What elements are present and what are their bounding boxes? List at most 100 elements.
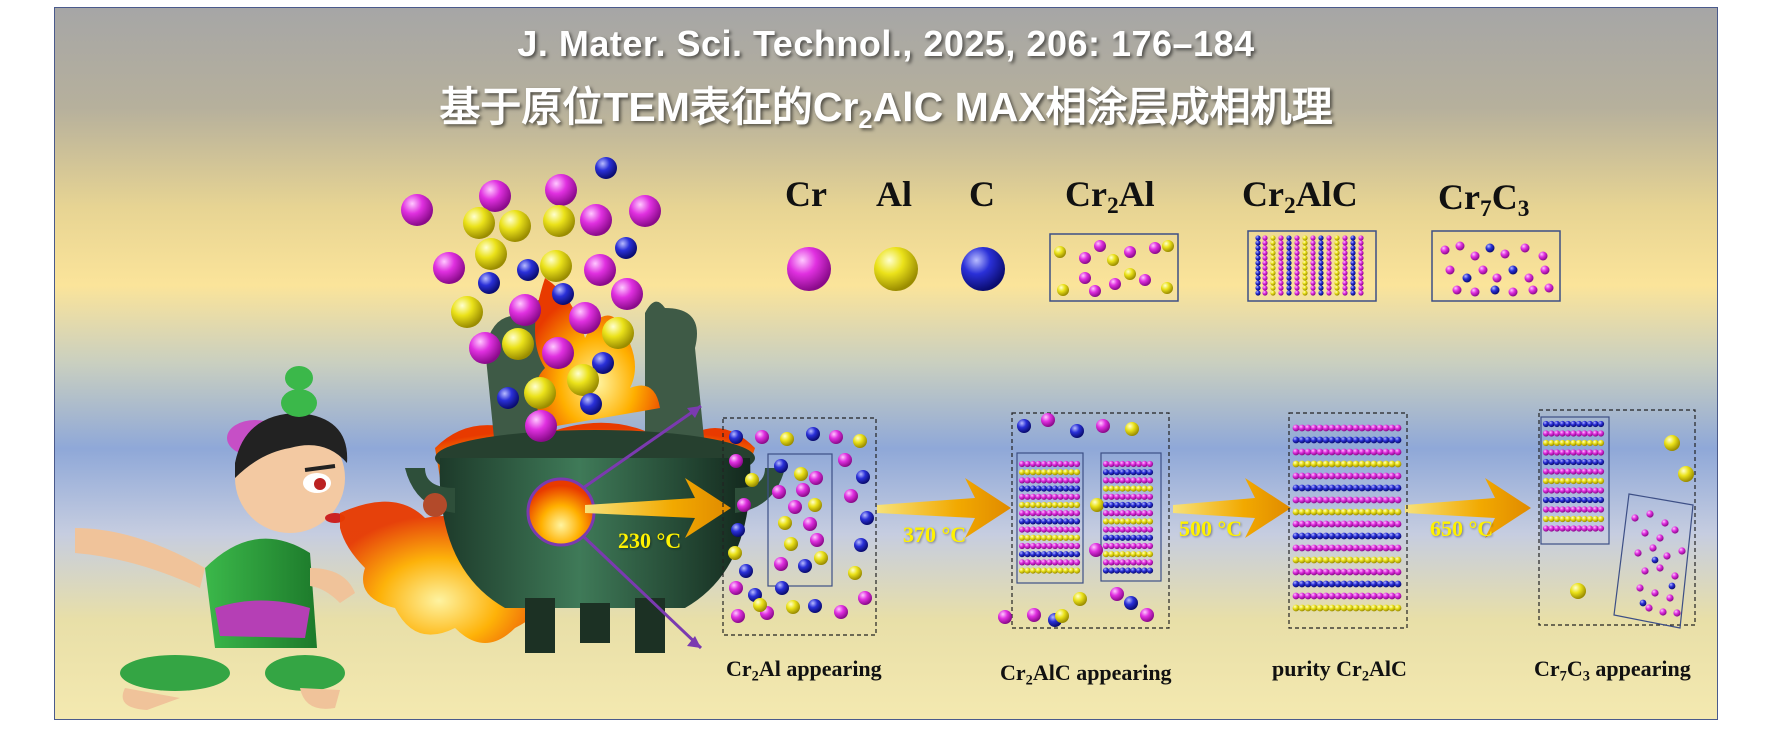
al-atom — [1346, 460, 1354, 468]
cr-atom — [1440, 245, 1450, 255]
c-atom — [1382, 436, 1390, 444]
cr-atom — [1328, 448, 1336, 456]
cr-atom — [1346, 424, 1354, 432]
c-atom — [1559, 420, 1566, 428]
c-atom — [1318, 280, 1324, 286]
cr-atom — [1298, 592, 1306, 600]
cr-atom — [1027, 608, 1041, 622]
c-atom — [1130, 469, 1137, 476]
cr-atom — [1310, 544, 1318, 552]
al-atom — [1141, 551, 1148, 558]
cr-atom — [1326, 255, 1332, 261]
al-atom — [1051, 534, 1059, 541]
cr-atom — [1102, 559, 1110, 566]
c-atom — [1597, 420, 1605, 428]
c-atom — [1298, 532, 1306, 540]
cr-atom — [1316, 472, 1324, 480]
c-atom — [1570, 420, 1577, 428]
al-atom — [1130, 485, 1137, 492]
cr-atom — [1656, 564, 1664, 572]
c-atom — [1318, 265, 1324, 271]
cr-atom — [1310, 592, 1318, 600]
legend-subscript: 7 — [1479, 196, 1492, 223]
al-atom — [848, 566, 862, 580]
cr-atom — [1294, 265, 1300, 271]
c-atom — [1119, 501, 1126, 509]
al-atom — [524, 377, 556, 409]
cr-atom — [1671, 526, 1679, 534]
cr-atom — [1057, 477, 1064, 484]
al-atom — [1304, 556, 1312, 564]
c-atom — [1146, 501, 1154, 509]
al-atom — [1334, 280, 1340, 286]
cr-atom — [1068, 542, 1075, 550]
c-atom — [1370, 580, 1378, 588]
cr-atom — [1542, 468, 1550, 475]
cr-atom — [1342, 270, 1348, 276]
cr-atom — [1358, 496, 1366, 504]
cr-atom — [1346, 544, 1354, 552]
cr-atom — [1062, 559, 1070, 566]
c-atom — [1040, 518, 1048, 525]
cr-atom — [1564, 487, 1572, 494]
cr-atom — [1046, 493, 1053, 500]
legend-text: Al — [876, 174, 912, 214]
c-atom — [1255, 250, 1261, 256]
c-atom — [1394, 532, 1402, 540]
al-atom — [1575, 477, 1583, 485]
al-atom — [1108, 551, 1115, 558]
c-atom — [1119, 534, 1126, 541]
cr-atom — [1358, 275, 1364, 281]
al-atom — [1270, 245, 1276, 251]
al-atom — [1161, 282, 1173, 294]
al-atom — [1542, 477, 1550, 485]
cr-atom — [1370, 472, 1378, 480]
cr-atom — [1113, 542, 1121, 550]
cr-atom — [1278, 285, 1284, 291]
cr-atom — [1124, 460, 1132, 468]
c-atom — [731, 523, 745, 537]
c-atom — [1046, 485, 1053, 492]
c-atom — [1135, 501, 1143, 509]
cr-atom — [1073, 477, 1081, 484]
cr-atom — [1364, 568, 1372, 576]
cr-atom — [1089, 285, 1101, 297]
cr-atom — [1018, 477, 1026, 484]
c-atom — [1046, 518, 1053, 525]
cr-atom — [1388, 448, 1396, 456]
c-atom — [1130, 534, 1137, 541]
cr-atom — [1334, 448, 1342, 456]
c-atom — [1350, 235, 1356, 241]
cr-atom — [1124, 542, 1132, 550]
cr-atom — [1073, 460, 1081, 468]
c-atom — [1141, 534, 1148, 541]
cr-atom — [509, 294, 541, 326]
al-atom — [1125, 422, 1139, 436]
cr-atom — [1040, 477, 1048, 484]
cr-atom — [1382, 496, 1390, 504]
cr-atom — [1051, 542, 1059, 550]
cr-atom — [1334, 496, 1342, 504]
cr-atom — [1292, 424, 1300, 432]
cr-atom — [1328, 568, 1336, 576]
c-atom — [739, 564, 753, 578]
cr-atom — [1388, 544, 1396, 552]
cr-atom — [1035, 542, 1042, 550]
cr-atom — [1146, 460, 1154, 468]
cr-atom — [1597, 468, 1605, 475]
caption-subscript: 7 — [1559, 668, 1567, 685]
cr-atom — [1298, 448, 1306, 456]
cr-atom — [1452, 285, 1462, 295]
cr-atom — [1346, 592, 1354, 600]
cr-atom — [1334, 544, 1342, 552]
al-atom — [1302, 260, 1308, 266]
c-atom — [517, 259, 539, 281]
al-atom — [1108, 485, 1115, 492]
al-atom — [1559, 477, 1566, 485]
cr-atom — [1051, 559, 1059, 566]
al-atom — [1358, 556, 1366, 564]
c-atom — [1376, 484, 1384, 492]
cr-atom — [1581, 449, 1588, 456]
al-atom — [1553, 477, 1561, 485]
c-atom — [1376, 532, 1384, 540]
